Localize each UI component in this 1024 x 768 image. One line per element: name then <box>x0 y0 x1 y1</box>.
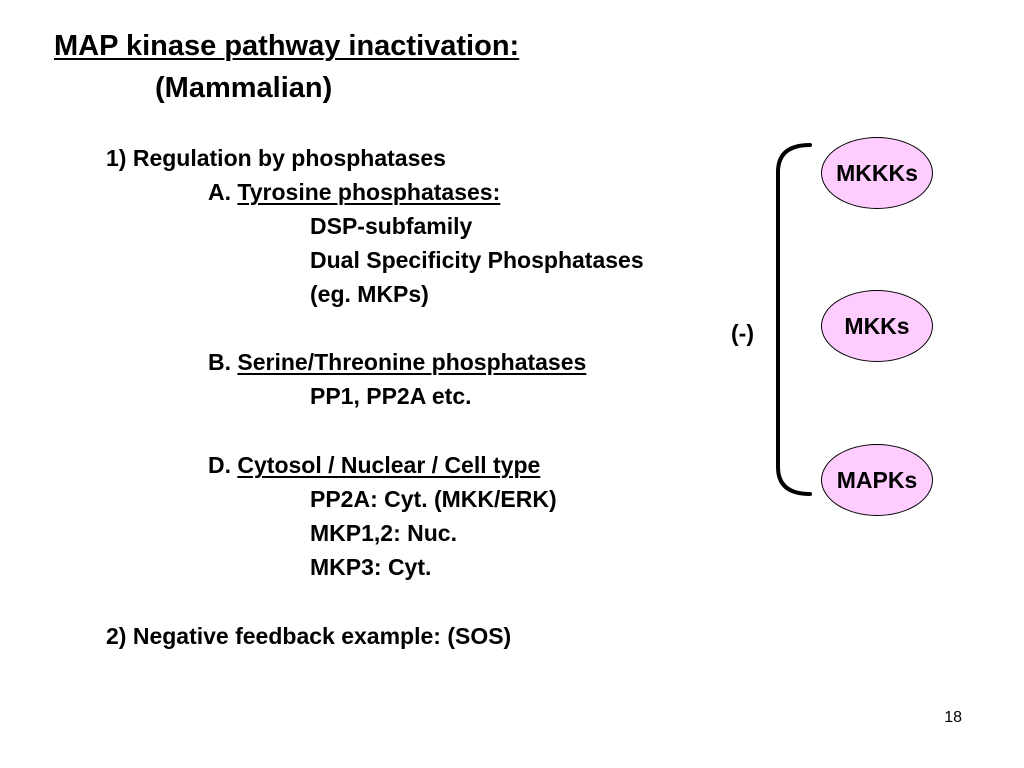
item-2-heading: 2) Negative feedback example: (SOS) <box>106 623 512 649</box>
item-1-heading: 1) Regulation by phosphatases <box>106 145 446 171</box>
section-a-prefix: A. <box>208 179 231 205</box>
section-d-line: MKP1,2: Nuc. <box>310 520 457 546</box>
slide-subtitle: (Mammalian) <box>155 72 333 104</box>
section-b-prefix: B. <box>208 349 231 375</box>
slide-title: MAP kinase pathway inactivation: <box>54 30 520 62</box>
section-a-line: Dual Specificity Phosphatases <box>310 247 644 273</box>
section-d-line: MKP3: Cyt. <box>310 554 432 580</box>
section-b-heading: B. Serine/Threonine phosphatases <box>208 351 586 374</box>
section-b-title: Serine/Threonine phosphatases <box>237 349 587 375</box>
section-d-title: Cytosol / Nuclear / Cell type <box>237 452 541 478</box>
section-a-heading: A. Tyrosine phosphatases: <box>208 181 500 204</box>
node-mapks: MAPKs <box>821 444 933 516</box>
inhibition-label: (-) <box>731 320 754 346</box>
section-a-title: Tyrosine phosphatases: <box>237 179 501 205</box>
section-a-line: (eg. MKPs) <box>310 281 429 307</box>
section-d-prefix: D. <box>208 452 231 478</box>
node-mkks: MKKs <box>821 290 933 362</box>
page-number: 18 <box>944 709 962 726</box>
bracket-line <box>776 143 812 496</box>
section-b-line: PP1, PP2A etc. <box>310 383 472 409</box>
section-d-line: PP2A: Cyt. (MKK/ERK) <box>310 486 557 512</box>
section-d-heading: D. Cytosol / Nuclear / Cell type <box>208 454 540 477</box>
node-mkkks: MKKKs <box>821 137 933 209</box>
section-a-line: DSP-subfamily <box>310 213 473 239</box>
